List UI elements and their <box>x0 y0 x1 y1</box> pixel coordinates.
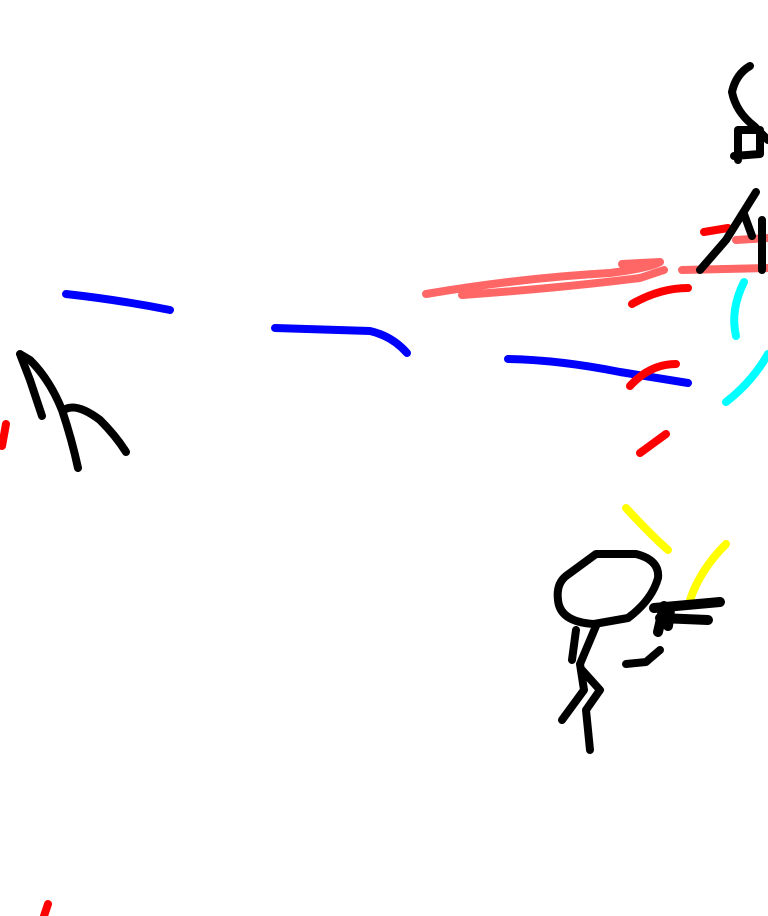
salmon-stroke <box>678 264 768 274</box>
cyan-strokes <box>722 278 768 406</box>
red-stroke <box>628 284 692 308</box>
cyan-stroke <box>722 350 768 406</box>
gun-icon <box>649 597 725 637</box>
figure-top-right-stroke <box>696 188 760 274</box>
red-stroke <box>636 430 670 457</box>
blue-strokes <box>62 290 692 387</box>
blue-stroke <box>62 290 174 314</box>
yellow-stroke <box>622 504 672 554</box>
red-strokes <box>0 224 732 916</box>
salmon-stroke <box>458 266 668 299</box>
stick-figure-body <box>558 622 600 724</box>
red-stroke <box>626 360 680 390</box>
blue-stroke <box>504 355 692 387</box>
black-strokes <box>16 62 768 754</box>
figure-top-right-stroke <box>730 126 764 164</box>
figure-top-right-stroke <box>728 62 768 144</box>
figure-top-right-stroke <box>740 210 766 274</box>
yellow-strokes <box>622 504 730 604</box>
yellow-stroke <box>686 540 730 604</box>
stick-figure-head <box>553 550 663 628</box>
red-stroke <box>0 420 10 450</box>
red-stroke <box>40 900 52 916</box>
red-stroke <box>700 224 732 236</box>
salmon-stroke <box>422 258 664 298</box>
figure-left-stroke <box>16 350 82 472</box>
cyan-stroke <box>730 278 748 340</box>
figure-left-stroke <box>60 403 130 456</box>
blue-stroke <box>271 324 411 357</box>
stick-figure-arm <box>622 646 664 668</box>
stick-figure-body <box>568 626 580 664</box>
stick-figure-leg <box>578 666 604 754</box>
